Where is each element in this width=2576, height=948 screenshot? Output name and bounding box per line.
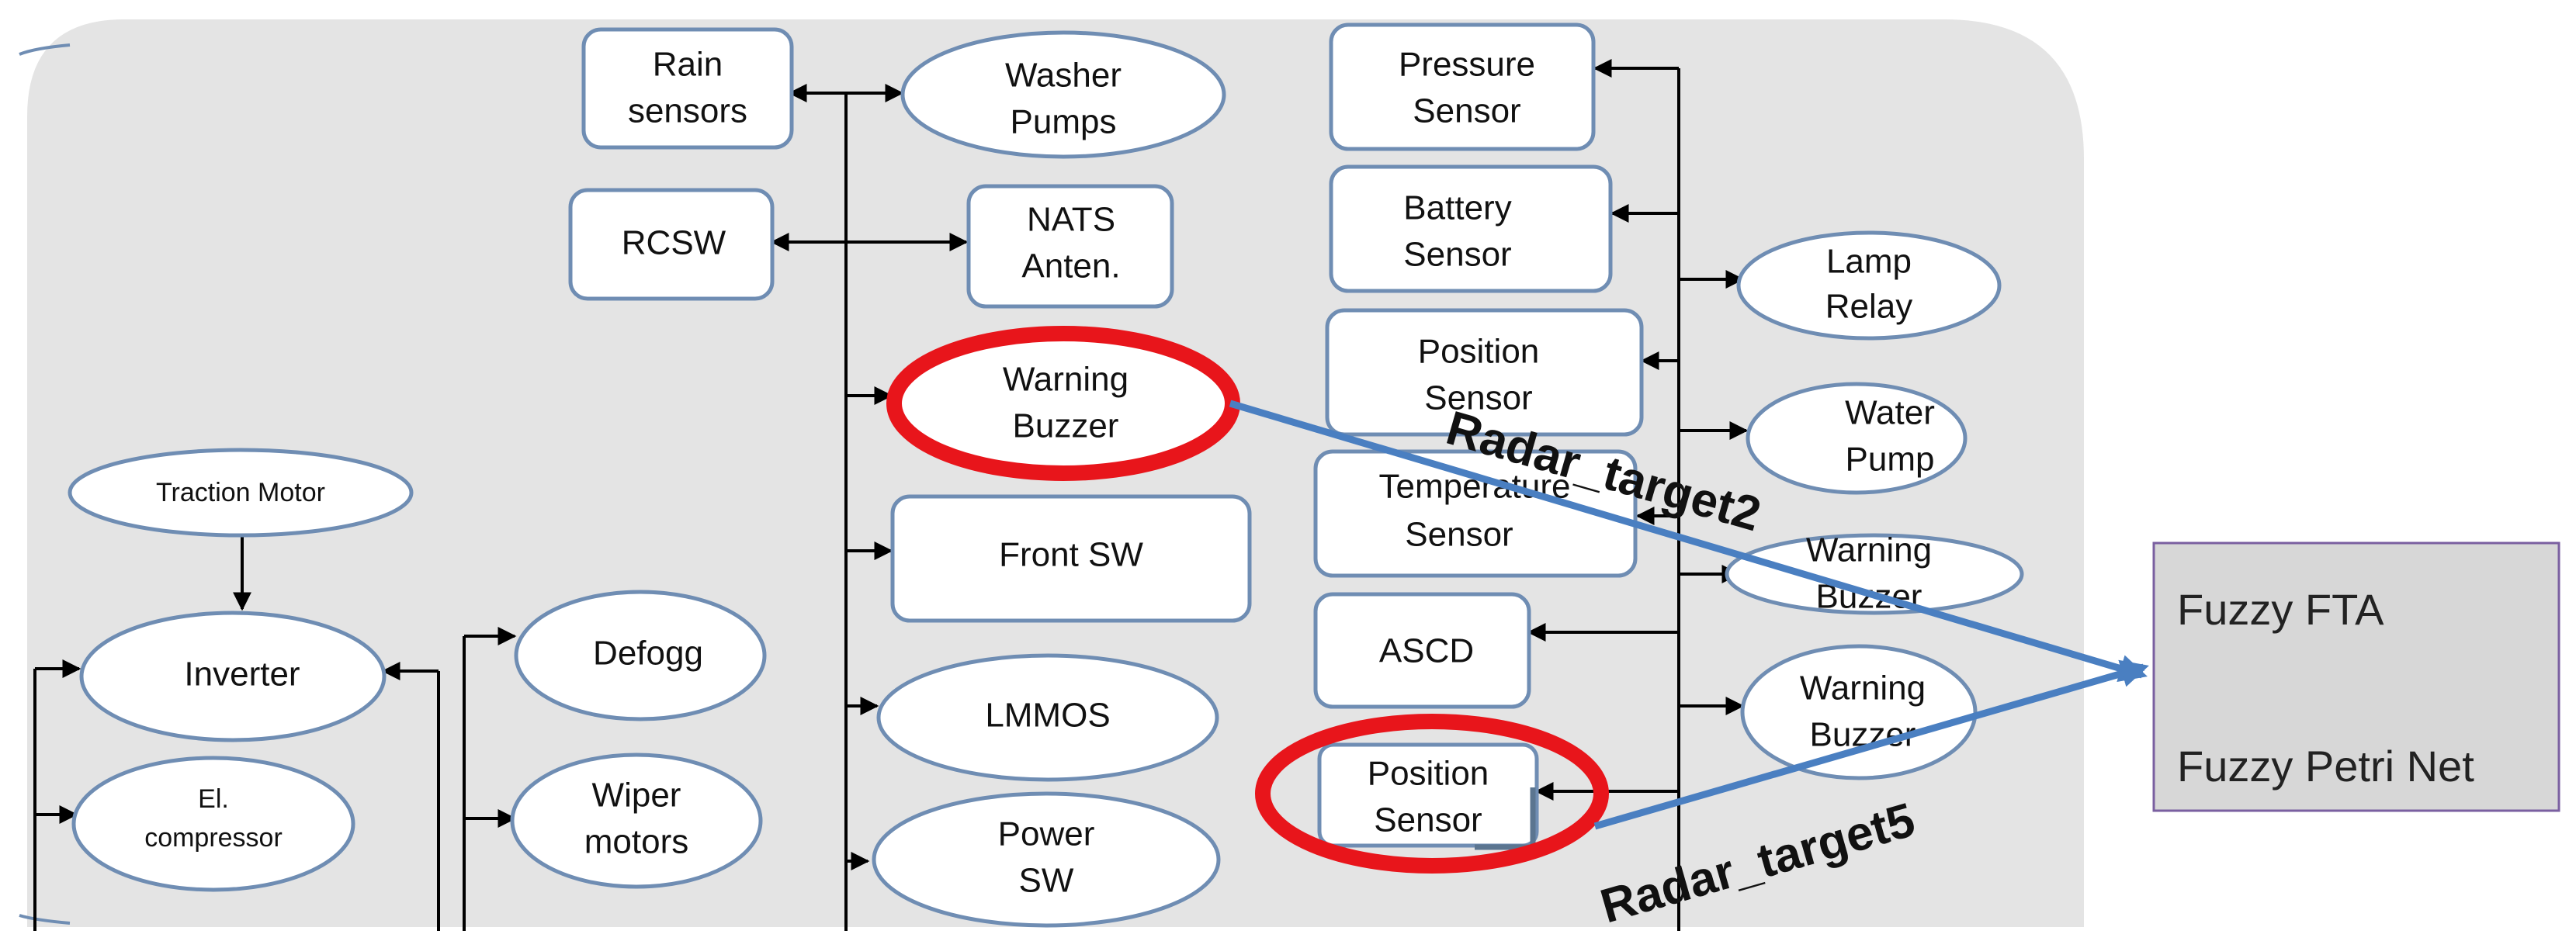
- node-label: Position: [1368, 755, 1489, 793]
- node-label: compressor: [144, 823, 283, 853]
- node-label: Defogg: [593, 635, 703, 673]
- node-label: Washer: [1005, 57, 1122, 95]
- node-label: Position: [1418, 333, 1540, 371]
- node-ascd: ASCD: [1313, 592, 1531, 709]
- node-position-sensor-1: Position Sensor: [1325, 308, 1644, 437]
- node-label: Lamp: [1826, 243, 1912, 281]
- node-nats-anten: NATS Anten.: [966, 184, 1174, 309]
- node-label: RCSW: [622, 224, 726, 262]
- node-inverter: Inverter: [79, 611, 387, 742]
- node-defogg: Defogg: [514, 590, 767, 721]
- node-traction-motor: Traction Motor: [68, 448, 414, 538]
- node-label: Pump: [1846, 441, 1935, 479]
- node-label: Wiper: [592, 777, 681, 815]
- node-rain-sensors: Rain sensors: [581, 27, 794, 150]
- node-label: Sensor: [1403, 236, 1511, 274]
- node-label: motors: [584, 823, 688, 861]
- node-label: Relay: [1825, 288, 1913, 326]
- node-label: Buzzer: [1013, 407, 1119, 445]
- connection-wires: [33, 59, 1749, 931]
- node-lamp-relay: Lamp Relay: [1736, 230, 2002, 341]
- node-front-sw: Front SW: [890, 494, 1252, 623]
- node-label: Rain: [653, 46, 723, 84]
- node-position-sensor-2: Position Sensor: [1317, 742, 1539, 848]
- node-label: Pressure: [1399, 46, 1535, 84]
- node-label: Warning: [1806, 531, 1932, 569]
- fuzzy-fta-label: Fuzzy FTA: [2177, 585, 2384, 634]
- node-label: LMMOS: [985, 697, 1110, 735]
- node-label: Water: [1845, 394, 1935, 432]
- node-label: Anten.: [1021, 247, 1120, 285]
- node-washer-pumps: Washer Pumps: [900, 30, 1226, 159]
- node-label: Pumps: [1011, 103, 1117, 141]
- node-label: ASCD: [1379, 632, 1474, 670]
- panel-left-bracket-top: [19, 43, 71, 56]
- panel-left-bracket-bottom: [19, 914, 71, 925]
- fuzzy-petri-net-label: Fuzzy Petri Net: [2177, 742, 2474, 791]
- node-label: Sensor: [1374, 801, 1482, 839]
- node-lmmos: LMMOS: [876, 653, 1219, 782]
- node-label: Sensor: [1405, 516, 1513, 554]
- node-label: Power: [998, 815, 1095, 853]
- node-power-sw: Power SW: [872, 791, 1221, 928]
- node-temperature-sensor: Temperature Sensor: [1313, 449, 1638, 578]
- fuzzy-analysis-box: Fuzzy FTA Fuzzy Petri Net: [2152, 541, 2560, 812]
- node-label: Front SW: [999, 536, 1143, 574]
- node-water-pump: Water Pump: [1746, 382, 1968, 495]
- node-warning-buzzer-right-1: Warning Buzzer: [1725, 531, 2024, 616]
- node-el-compressor: El. compressor: [71, 756, 355, 892]
- node-label: SW: [1019, 862, 1074, 900]
- node-label: Traction Motor: [156, 478, 325, 507]
- node-label: Warning: [1800, 669, 1926, 708]
- node-label: Battery: [1403, 189, 1511, 227]
- arrow-target5-to-fuzzy: [1593, 659, 2149, 830]
- node-pressure-sensor: Pressure Sensor: [1329, 22, 1596, 151]
- node-label: Warning: [1003, 361, 1129, 399]
- arrow-target2-to-fuzzy: [1229, 400, 2148, 683]
- node-warning-buzzer-right-2: Warning Buzzer: [1740, 644, 1978, 780]
- node-label: Inverter: [184, 656, 300, 694]
- node-label: Sensor: [1424, 379, 1532, 417]
- node-label: NATS: [1027, 201, 1115, 239]
- node-label: El.: [198, 784, 229, 814]
- node-battery-sensor: Battery Sensor: [1329, 164, 1613, 293]
- node-wiper-motors: Wiper motors: [510, 753, 763, 889]
- highlight-ring-position-sensor: [1255, 714, 1609, 874]
- node-rcsw: RCSW: [568, 188, 775, 301]
- node-label: sensors: [628, 92, 747, 130]
- node-label: Sensor: [1413, 92, 1520, 130]
